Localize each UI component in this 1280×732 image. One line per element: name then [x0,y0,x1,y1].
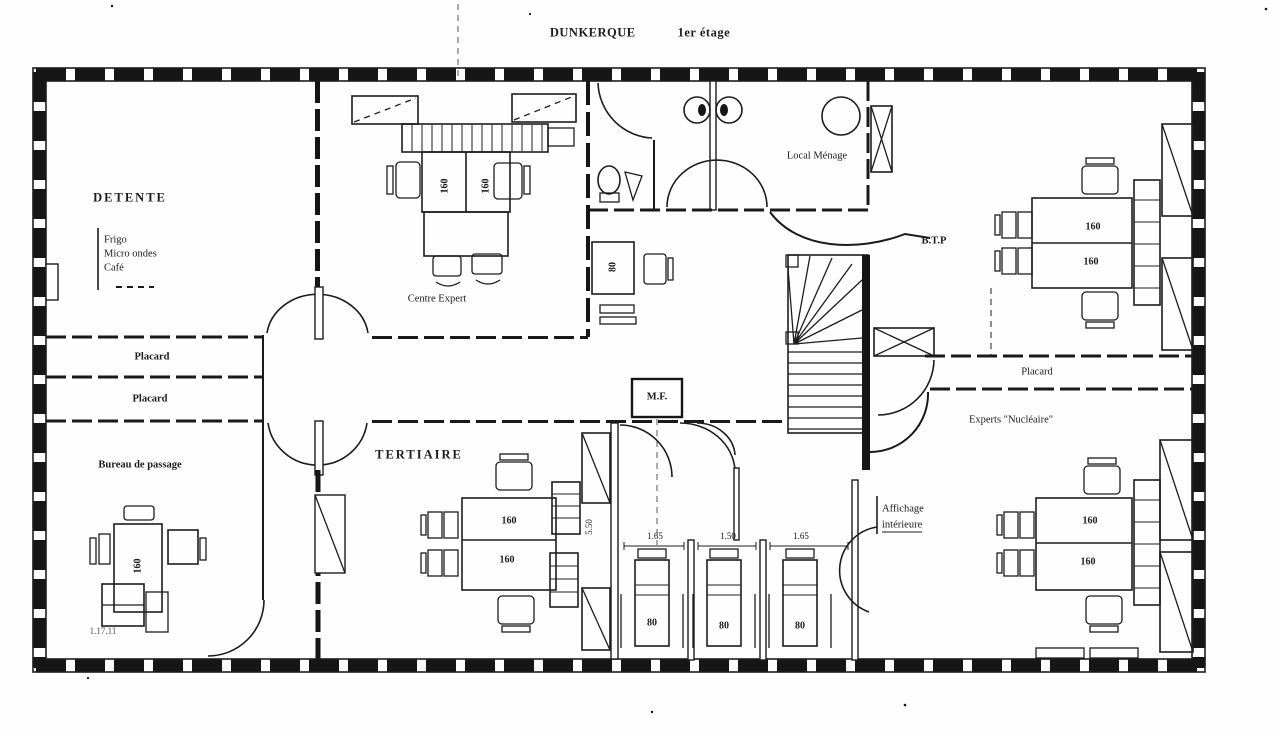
room-label-centre-expert: Centre Expert [407,293,467,305]
desk-size-label: 160 [501,515,517,527]
room-label-experts-nucleaire: Experts "Nucléaire" [968,414,1054,426]
desk-size-label: 160 [132,558,144,574]
staircase [785,254,870,470]
bureau-dim-note: 1.17.11 [89,626,117,636]
office-bottom-right [996,439,1194,659]
room-btp-curve [769,211,931,246]
double-door-lobby [266,286,369,476]
room-label-detente: DETENTE [93,190,167,205]
office-top-right [990,123,1194,357]
amenity-micro-ondes: Micro ondes [104,248,157,260]
affichage-door [838,496,878,613]
amenity-frigo: Frigo [104,234,127,246]
booth-dim-3: 1.65 [793,531,809,541]
scan-specks [86,4,1268,714]
phone-booths [620,479,859,661]
closets-left [46,335,264,423]
desk-size-label: 160 [499,554,515,566]
closet-right [925,354,1192,391]
room-label-btp: B.T.P [921,235,947,247]
anteroom-doors [619,422,740,541]
site-name: DUNKERQUE [549,25,636,40]
mf-label: M.F. [646,391,668,403]
desk-size-label-small: 80 [647,617,657,629]
room-label-tertiaire: TERTIAIRE [375,447,463,462]
stair-door [869,327,935,453]
mf-box [630,377,684,545]
desk-size-label: 160 [1083,256,1099,268]
desk-size-label: 160 [1085,221,1101,233]
amenity-cafe: Café [104,262,124,274]
shelf-dim: 5.50 [584,519,594,535]
corridor-small-desk [591,241,674,325]
sanitary-block [588,80,893,212]
corridor-walls [372,336,788,423]
outer-walls [32,67,1206,673]
room-detente [45,81,320,301]
drawing-title: DUNKERQUE 1er étage [0,26,1280,41]
booth-dim-2: 1.50 [720,531,736,541]
desk-size-label-small: 80 [719,620,729,632]
closet-label-left-bottom: Placard [132,393,168,405]
desk-size-label: 160 [439,178,451,194]
closet-label-left-top: Placard [134,351,170,363]
room-centre-expert [351,81,590,337]
floor-name: 1er étage [677,25,731,40]
booth-dim-1: 1.65 [647,531,663,541]
desk-size-label-small: 80 [795,620,805,632]
desk-size-label-small: 80 [607,262,619,272]
closet-label-right: Placard [1021,366,1053,378]
affichage-line2: intérieure [882,519,923,533]
desk-size-label: 160 [1080,556,1096,568]
desk-size-label: 160 [1082,515,1098,527]
room-bureau-passage [89,423,265,657]
office-tertiaire [314,422,619,660]
affichage-line1: Affichage [882,503,924,515]
room-label-local-menage: Local Ménage [786,150,848,162]
desk-size-label: 160 [480,178,492,194]
room-label-bureau-passage: Bureau de passage [98,459,182,471]
